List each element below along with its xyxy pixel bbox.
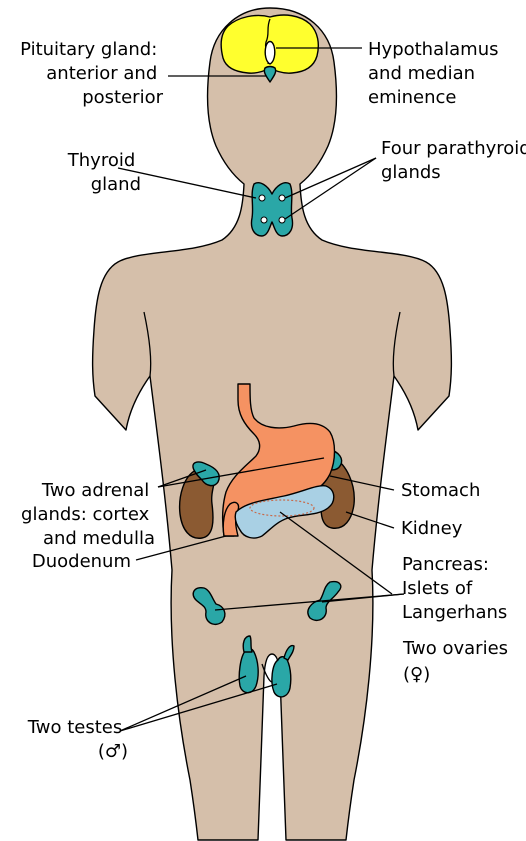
left-spermatic-cord (243, 636, 252, 652)
right-testis (272, 657, 291, 697)
parathyroid-gland (279, 195, 285, 201)
label-parathyroid-glands: Four parathyroid glands (381, 138, 526, 183)
parathyroid-gland (279, 217, 285, 223)
parathyroid-gland (259, 195, 265, 201)
label-kidney: Kidney (401, 518, 463, 539)
parathyroid-gland (261, 217, 267, 223)
left-testis (239, 649, 258, 693)
label-stomach: Stomach (401, 480, 480, 501)
label-duodenum: Duodenum (32, 551, 131, 572)
label-pituitary-gland: Pituitary gland: anterior and posterior (20, 39, 163, 108)
body-silhouette (93, 8, 452, 840)
label-pancreas: Pancreas: Islets of Langerhans (402, 554, 507, 623)
label-hypothalamus: Hypothalamus and median eminence (368, 39, 504, 108)
label-testes: Two testes (♂) (27, 717, 128, 762)
label-ovaries: Two ovaries (♀) (402, 638, 514, 685)
hypothalamus-core (265, 42, 275, 65)
label-adrenal-glands: Two adrenal glands: cortex and medulla (21, 480, 155, 549)
label-thyroid-gland: Thyroid gland (67, 150, 141, 195)
